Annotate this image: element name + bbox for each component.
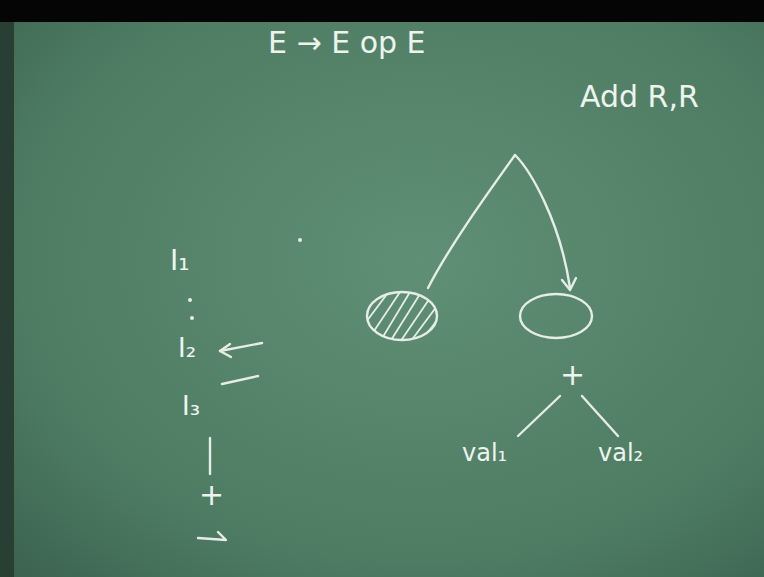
operator-symbol: + bbox=[199, 478, 224, 511]
chalk-dot bbox=[190, 316, 194, 320]
chalk-dot bbox=[298, 238, 302, 242]
tree-branch bbox=[582, 396, 618, 436]
subtree-oval bbox=[520, 294, 592, 338]
instruction-text: Add R,R bbox=[580, 80, 699, 113]
tree-branch bbox=[428, 155, 515, 288]
arrow-head bbox=[562, 278, 576, 290]
tree-branch bbox=[518, 396, 560, 436]
instruction-label: I₂ bbox=[178, 334, 196, 363]
operand-label: val₁ bbox=[462, 440, 507, 466]
top-bar bbox=[0, 0, 764, 22]
instruction-label: I₁ bbox=[170, 246, 189, 277]
operand-label: val₂ bbox=[598, 440, 643, 466]
instruction-label: I₃ bbox=[182, 392, 200, 421]
operator-symbol: + bbox=[560, 358, 585, 391]
instruction-line bbox=[209, 438, 211, 474]
tree-branch bbox=[515, 155, 570, 288]
grammar-rule: E → E op E bbox=[268, 26, 426, 59]
board-edge bbox=[0, 22, 14, 577]
oval-hatching bbox=[360, 290, 445, 345]
chalk-dot bbox=[188, 298, 192, 302]
pointer-arrow bbox=[222, 376, 258, 384]
pointer-arrow bbox=[198, 532, 226, 540]
arrow-head bbox=[220, 344, 231, 357]
